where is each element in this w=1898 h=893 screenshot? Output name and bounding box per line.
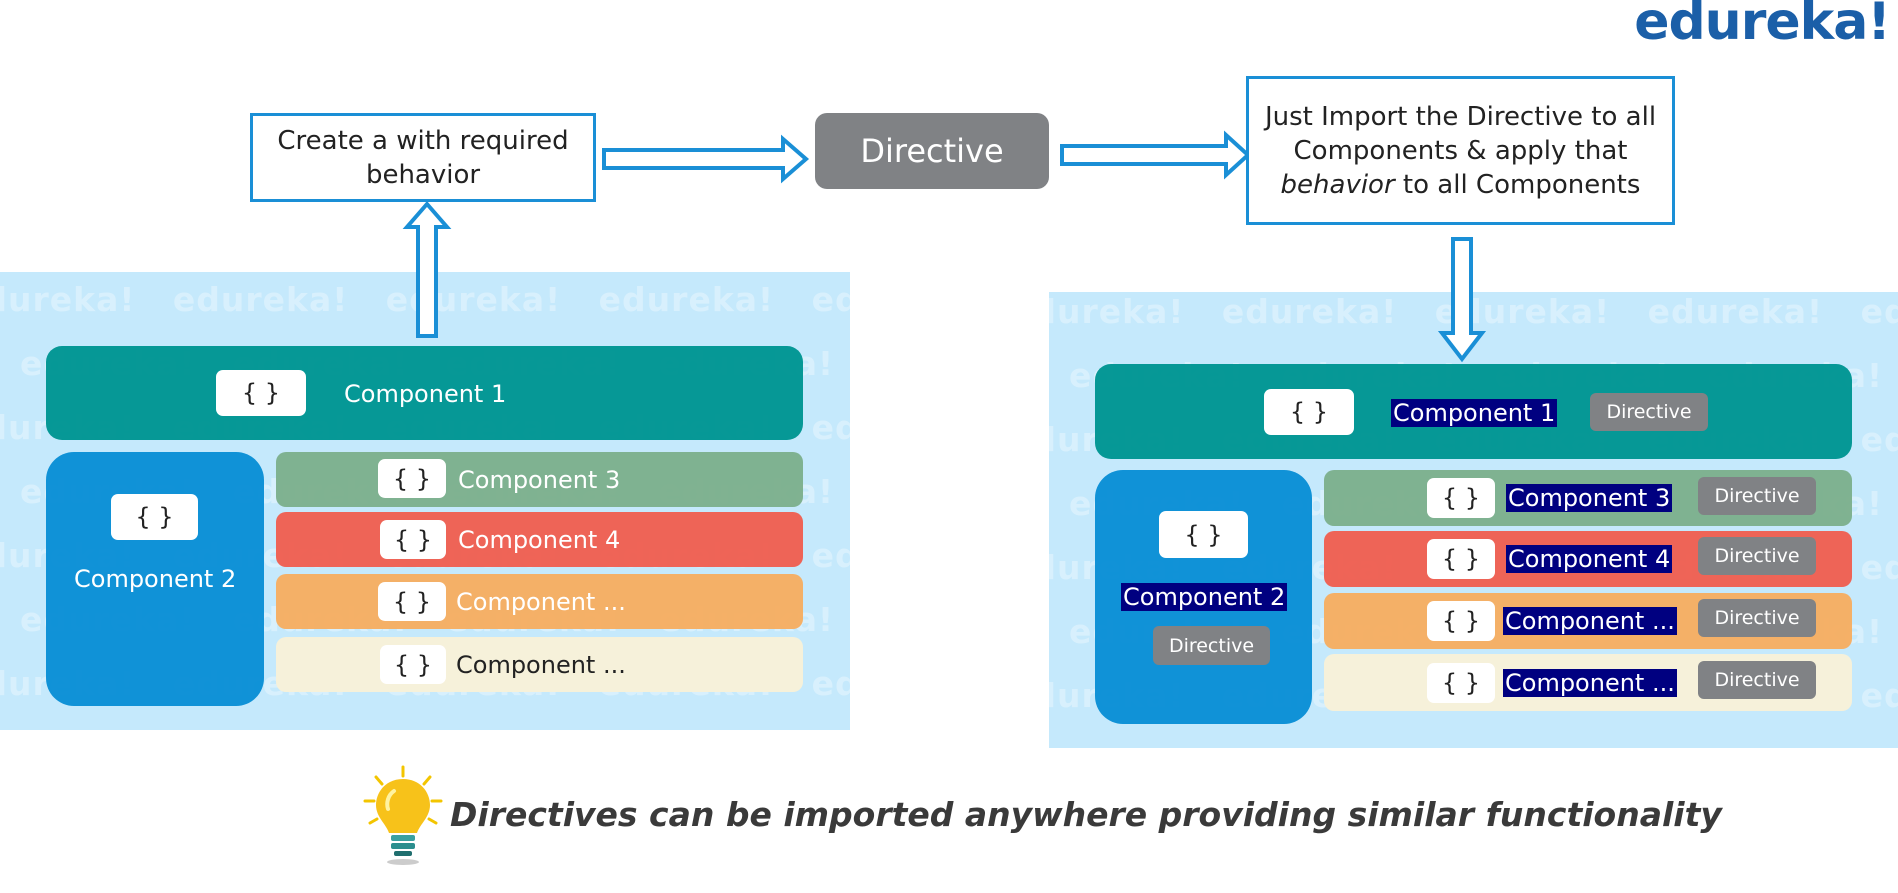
code-braces-icon: { } — [1159, 511, 1248, 558]
component-2-label: Component 2 — [74, 565, 237, 593]
import-directive-line2: Components & apply that — [1293, 135, 1628, 166]
component-4-label: Component 4 — [458, 526, 621, 554]
directive-chip: Directive — [1698, 599, 1816, 637]
directive-chip: Directive — [1153, 626, 1270, 665]
component-6-label: Component ... — [456, 651, 626, 679]
right-arrow-icon — [602, 134, 810, 184]
directive-chip: Directive — [1698, 477, 1816, 515]
up-arrow-icon — [402, 200, 452, 338]
code-braces-icon: { } — [380, 645, 446, 684]
component-1-bar — [46, 346, 803, 440]
behavior-word: behavior — [1280, 169, 1395, 200]
right-arrow-icon — [1060, 130, 1251, 180]
component-5-bar — [276, 574, 803, 629]
create-behavior-line2: behavior — [365, 159, 481, 190]
create-behavior-line1: Create a with required — [277, 125, 569, 156]
component-5-label: Component ... — [456, 588, 626, 616]
component-4-bar — [276, 512, 803, 567]
code-braces-icon: { } — [111, 494, 198, 540]
import-directive-line1: Just Import the Directive to all — [1264, 101, 1657, 132]
code-braces-icon: { } — [1427, 663, 1495, 703]
component-3-label: Component 3 — [1506, 484, 1673, 512]
code-braces-icon: { } — [378, 582, 446, 621]
component-1-label: Component 1 — [344, 380, 507, 408]
component-5-label: Component ... — [1503, 607, 1677, 635]
directive-chip: Directive — [1590, 393, 1708, 431]
directive-chip: Directive — [1698, 661, 1816, 699]
code-braces-icon: { } — [1427, 478, 1495, 518]
watermark-row: edureka! edureka! edureka! edureka! edur… — [0, 280, 850, 319]
caption-text: Directives can be imported anywhere prov… — [450, 795, 1722, 834]
component-1-label: Component 1 — [1391, 399, 1558, 427]
edureka-logo: edureka! — [1634, 0, 1891, 52]
code-braces-icon: { } — [378, 459, 446, 498]
code-braces-icon: { } — [380, 520, 446, 559]
code-braces-icon: { } — [1264, 389, 1354, 435]
lightbulb-icon — [363, 765, 443, 865]
code-braces-icon: { } — [216, 370, 306, 416]
code-braces-icon: { } — [1427, 539, 1495, 579]
directive-box: Directive — [815, 113, 1049, 189]
import-directive-box: Just Import the Directive to all Compone… — [1246, 76, 1675, 225]
component-6-bar — [276, 637, 803, 692]
component-6-label: Component ... — [1503, 669, 1677, 697]
code-braces-icon: { } — [1427, 601, 1495, 641]
component-2-label: Component 2 — [1121, 583, 1288, 611]
directive-chip: Directive — [1698, 537, 1816, 575]
import-directive-line3: to all Components — [1394, 169, 1641, 200]
component-4-label: Component 4 — [1506, 545, 1673, 573]
component-3-label: Component 3 — [458, 466, 621, 494]
component-3-bar — [276, 452, 803, 507]
down-arrow-icon — [1437, 237, 1487, 363]
